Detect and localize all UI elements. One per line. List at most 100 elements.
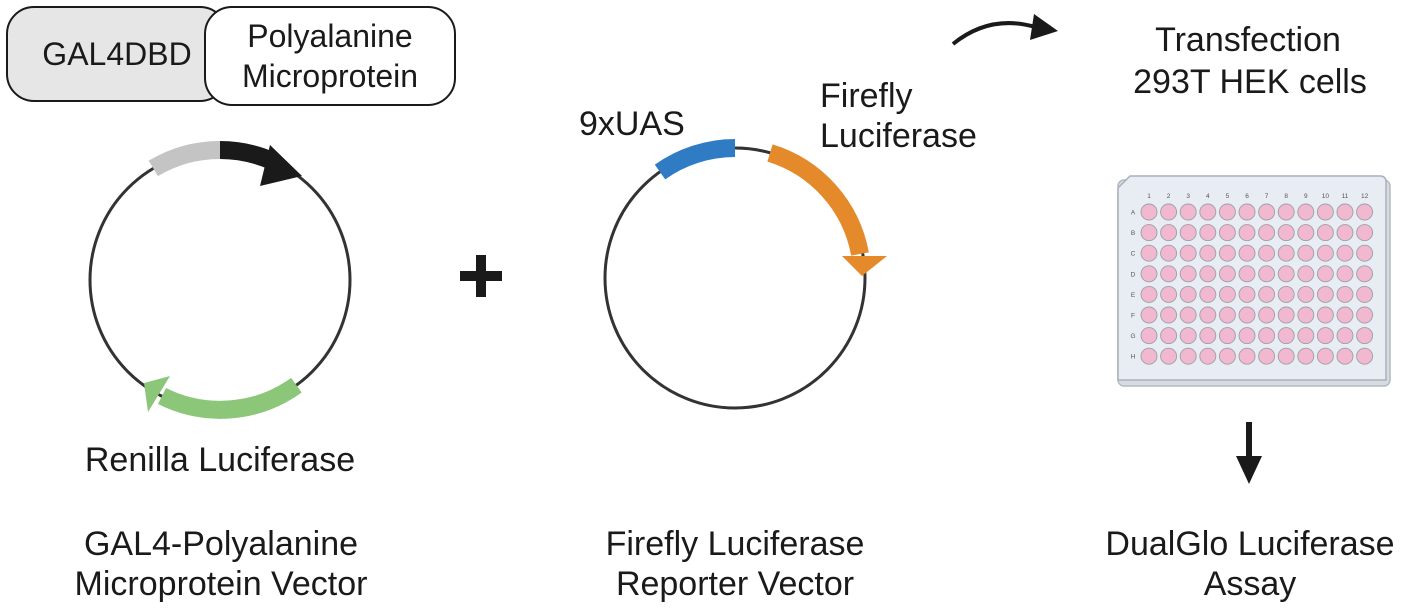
plate-well — [1297, 285, 1315, 303]
microprotein-arrowhead — [260, 145, 302, 186]
microprotein-label-line2: Microprotein — [241, 58, 419, 94]
plate-well — [1160, 327, 1178, 345]
plate-well — [1238, 306, 1256, 324]
plate-well — [1199, 347, 1217, 365]
microprotein-segment — [219, 141, 277, 170]
plate-well — [1160, 285, 1178, 303]
plate-well — [1179, 203, 1197, 221]
plate-well — [1258, 327, 1276, 345]
reporter-plasmid — [603, 139, 887, 410]
plate-well — [1140, 244, 1158, 262]
plate-well — [1160, 347, 1178, 365]
firefly-gene-label-line1: Firefly — [820, 77, 913, 115]
plate-well — [1218, 265, 1236, 283]
plate-well — [1160, 224, 1178, 242]
plate-well — [1336, 327, 1354, 345]
polyalanine-microprotein-pill: Polyalanine Microprotein — [204, 6, 456, 106]
plate-well — [1238, 265, 1256, 283]
vector2-title-line2: Reporter Vector — [615, 565, 855, 603]
plate-well — [1160, 265, 1178, 283]
plate-row-label: H — [1131, 354, 1136, 361]
firefly-arrowhead — [842, 256, 887, 276]
plate-well — [1316, 244, 1334, 262]
plate-well — [1356, 285, 1374, 303]
plate-well — [1199, 327, 1217, 345]
plate-column-label: 6 — [1245, 193, 1249, 200]
plate-well — [1199, 224, 1217, 242]
plate-well — [1140, 327, 1158, 345]
plate-column-label: 1 — [1147, 193, 1151, 200]
uas-label: 9xUAS — [579, 105, 685, 143]
plate-well — [1258, 285, 1276, 303]
plate-well — [1297, 306, 1315, 324]
plate-well — [1199, 306, 1217, 324]
plate-well — [1336, 347, 1354, 365]
plate-well — [1179, 244, 1197, 262]
plate-well — [1218, 285, 1236, 303]
plate-well — [1356, 244, 1374, 262]
gal4dbd-domain-pill: GAL4DBD — [6, 6, 228, 102]
plate-row-label: F — [1131, 313, 1135, 320]
plate-well — [1277, 244, 1295, 262]
plate-well — [1238, 347, 1256, 365]
assay-arrow — [1236, 422, 1262, 484]
plate-well — [1258, 203, 1276, 221]
plate-well — [1179, 327, 1197, 345]
plate-well — [1258, 265, 1276, 283]
plate-well — [1160, 244, 1178, 262]
plate-well — [1277, 285, 1295, 303]
plate-well — [1316, 306, 1334, 324]
plate-well — [1199, 285, 1217, 303]
transfection-arrow — [951, 14, 1058, 46]
plate-well — [1140, 347, 1158, 365]
plate-row-label: C — [1131, 251, 1136, 258]
plate-well — [1316, 224, 1334, 242]
gal4dbd-label: GAL4DBD — [42, 35, 192, 72]
plate-column-label: 10 — [1322, 193, 1330, 200]
plate-well — [1199, 244, 1217, 262]
plate-well — [1356, 224, 1374, 242]
plate-well — [1199, 265, 1217, 283]
plate-well — [1238, 244, 1256, 262]
plate-column-label: 3 — [1186, 193, 1190, 200]
plate-well — [1238, 224, 1256, 242]
plate-well — [1179, 347, 1197, 365]
plate-well — [1316, 285, 1334, 303]
plate-row-label: D — [1131, 271, 1136, 278]
plate-well — [1277, 224, 1295, 242]
plate-well — [1297, 265, 1315, 283]
plate-well — [1277, 265, 1295, 283]
vector1-title-line2: Microprotein Vector — [74, 565, 368, 603]
transfection-label-line2: 293T HEK cells — [1133, 63, 1367, 101]
plate-well — [1140, 306, 1158, 324]
plate-column-label: 11 — [1342, 193, 1349, 200]
gal4-polyalanine-plasmid — [88, 141, 352, 419]
plate-well — [1316, 265, 1334, 283]
plate-well — [1258, 244, 1276, 262]
plate-well — [1356, 265, 1374, 283]
plate-column-label: 8 — [1284, 193, 1288, 200]
plate-well — [1238, 327, 1256, 345]
plate-well — [1336, 203, 1354, 221]
vector2-title-line1: Firefly Luciferase — [605, 525, 865, 563]
plate-well — [1199, 203, 1217, 221]
transfection-label-line1: Transfection — [1155, 21, 1341, 59]
plate-well — [1277, 306, 1295, 324]
plate-column-label: 2 — [1167, 193, 1171, 200]
renilla-luciferase-label: Renilla Luciferase — [84, 441, 356, 479]
plate-well — [1356, 327, 1374, 345]
renilla-segment — [157, 377, 302, 419]
plate-well — [1297, 203, 1315, 221]
plate-wells — [1140, 203, 1374, 365]
plate-well — [1218, 244, 1236, 262]
plate-well — [1179, 285, 1197, 303]
plate-well — [1238, 285, 1256, 303]
uas-segment — [654, 139, 736, 180]
plate-well — [1238, 203, 1256, 221]
plate-well — [1277, 347, 1295, 365]
plate-row-label: G — [1130, 333, 1135, 340]
